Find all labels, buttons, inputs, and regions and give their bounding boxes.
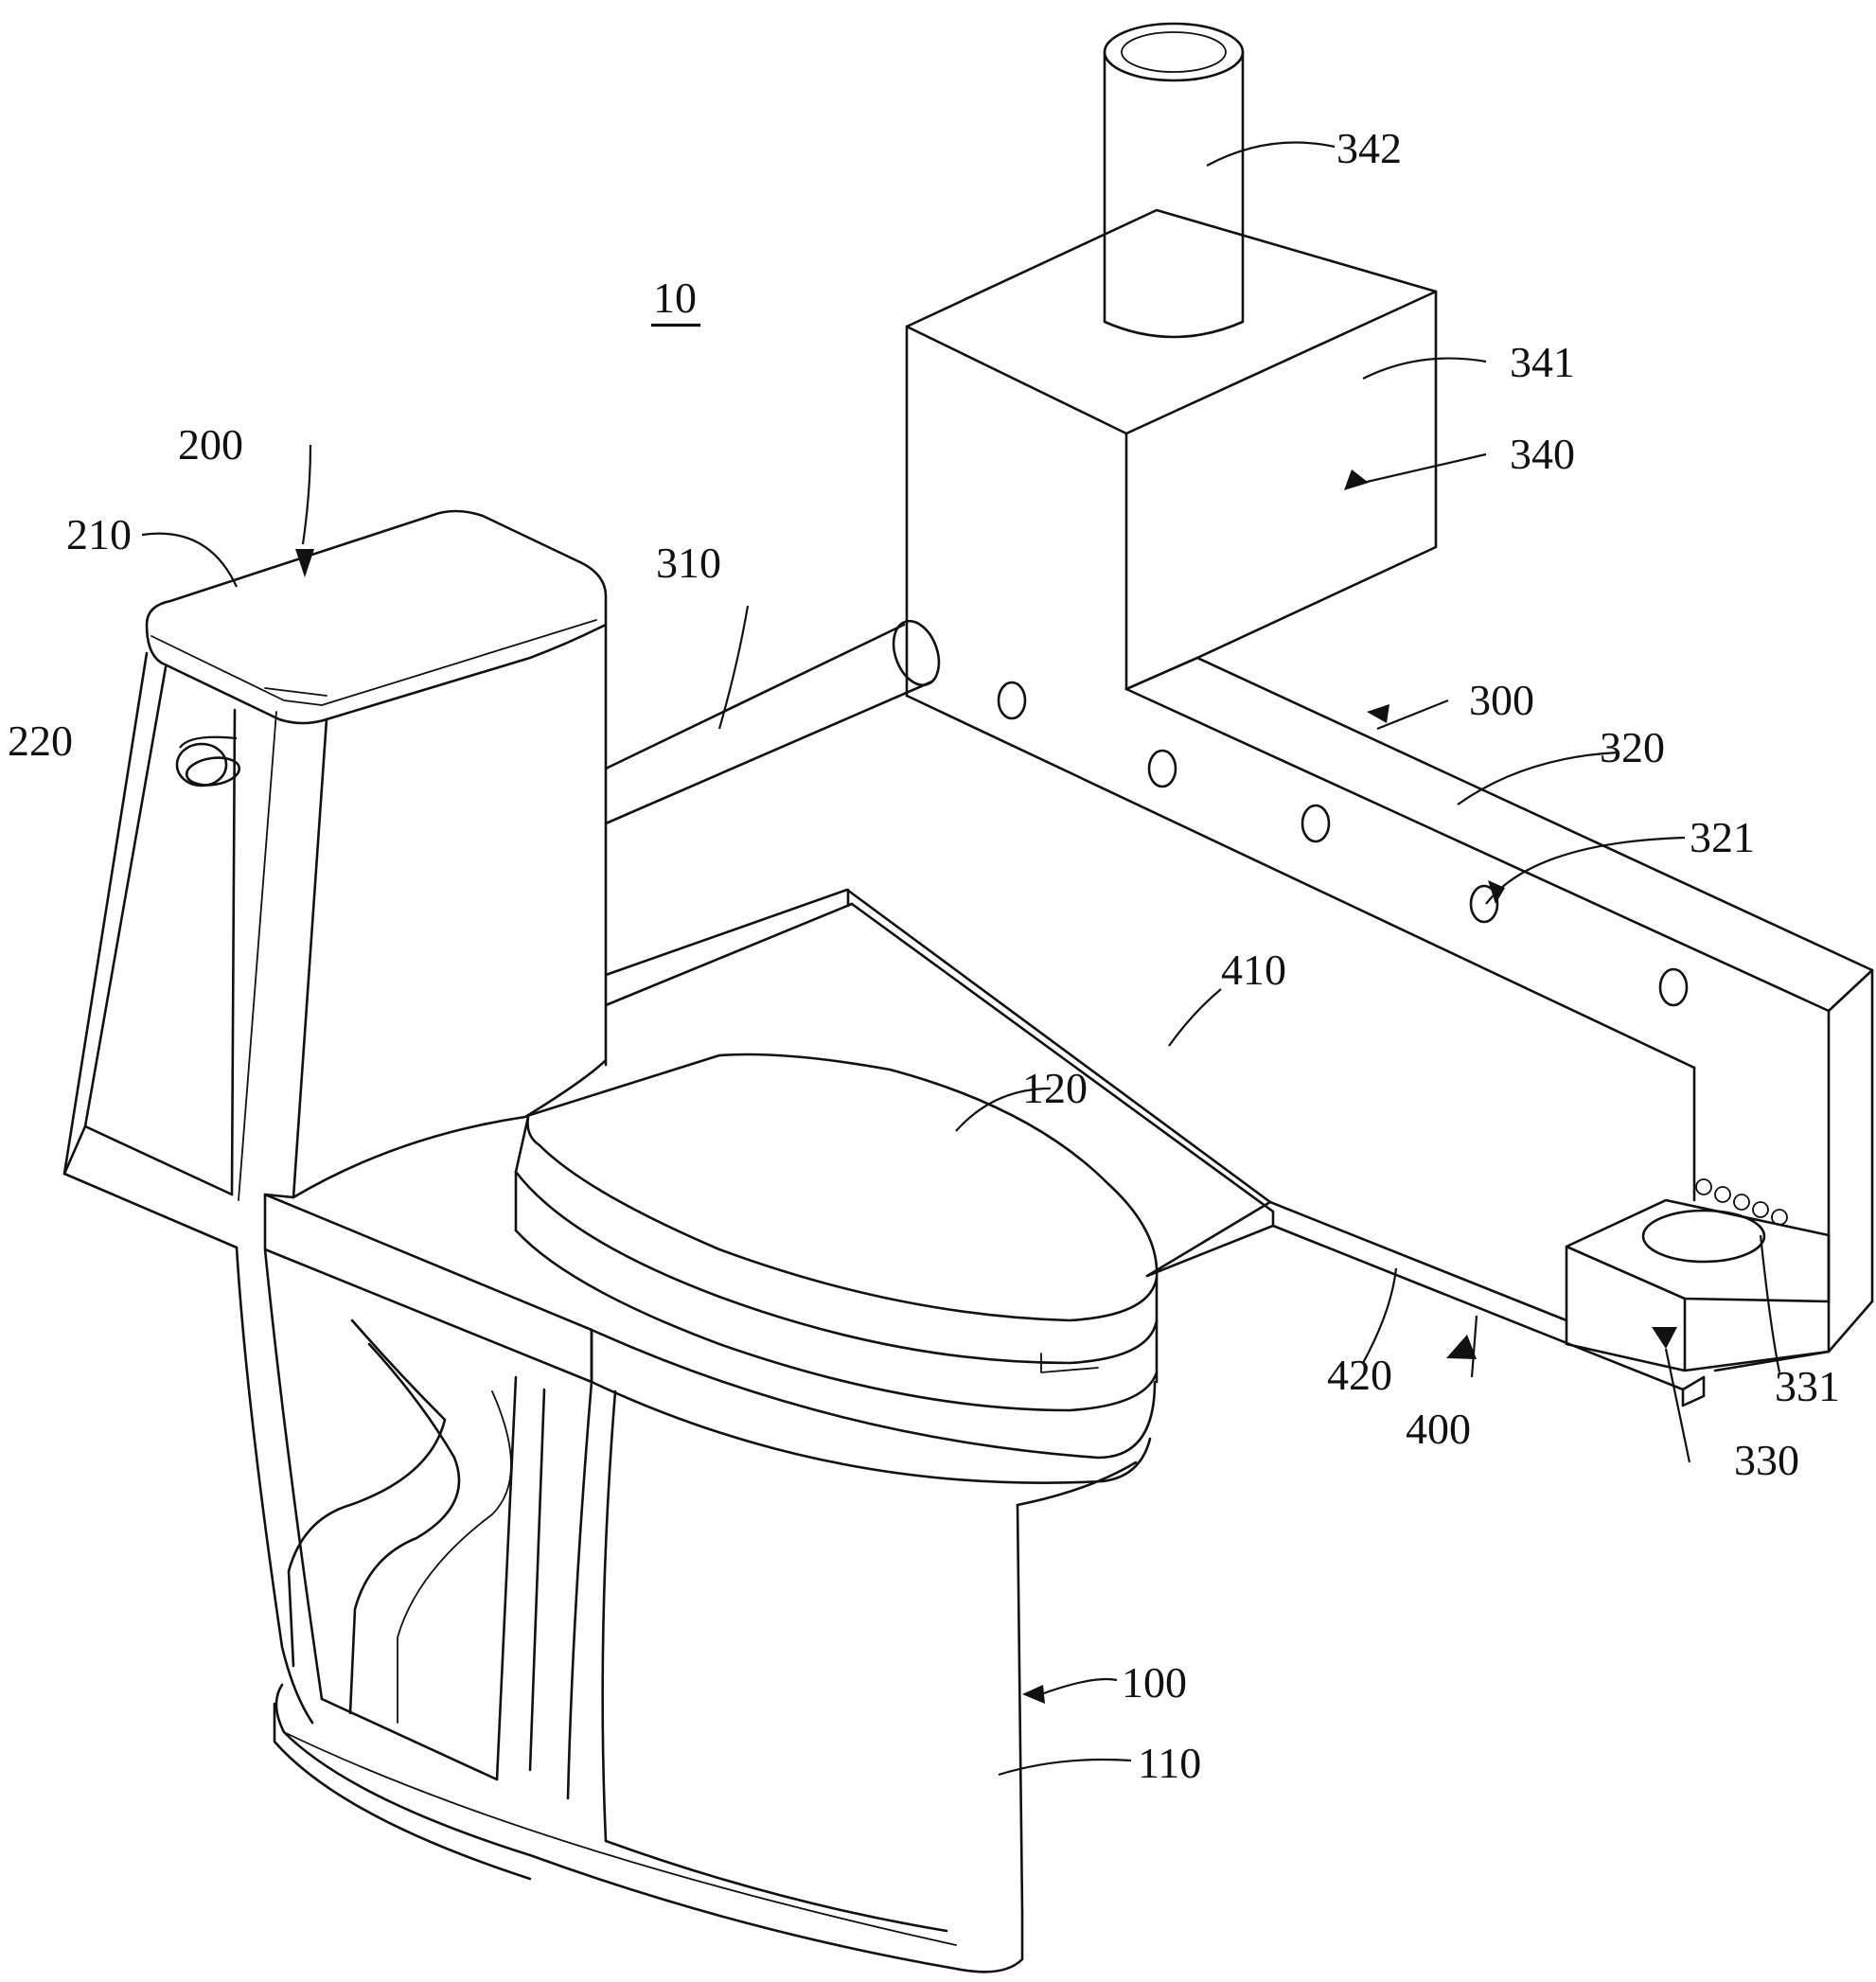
- arrow-heads: [295, 469, 1677, 1704]
- pipe-342: [1105, 24, 1243, 337]
- label-400: 400: [1406, 1405, 1471, 1453]
- base-block-330: [1566, 1200, 1829, 1371]
- label-341: 341: [1510, 338, 1575, 386]
- flush-button-220: [177, 744, 241, 788]
- label-110: 110: [1138, 1739, 1201, 1787]
- label-420: 420: [1327, 1351, 1392, 1399]
- label-342: 342: [1336, 124, 1402, 172]
- label-220: 220: [8, 717, 73, 765]
- label-320: 320: [1600, 723, 1665, 771]
- label-410: 410: [1221, 946, 1286, 994]
- label-331: 331: [1775, 1362, 1840, 1410]
- label-300: 300: [1469, 676, 1534, 724]
- label-100: 100: [1122, 1658, 1187, 1707]
- label-210: 210: [66, 510, 132, 558]
- label-310: 310: [656, 539, 721, 587]
- box-340: [907, 210, 1436, 696]
- label-120: 120: [1022, 1064, 1088, 1112]
- frame-300: [606, 24, 1872, 1371]
- label-321: 321: [1690, 813, 1755, 861]
- label-330: 330: [1734, 1436, 1799, 1484]
- label-340: 340: [1510, 430, 1575, 478]
- leader-lines: [142, 143, 1779, 1776]
- label-10: 10: [653, 274, 697, 322]
- toilet-body-100: [237, 1172, 1155, 1972]
- label-200: 200: [178, 420, 243, 469]
- beam-holes-321: [999, 682, 1787, 1225]
- rod-310: [606, 615, 947, 823]
- beam-320: [907, 658, 1872, 1371]
